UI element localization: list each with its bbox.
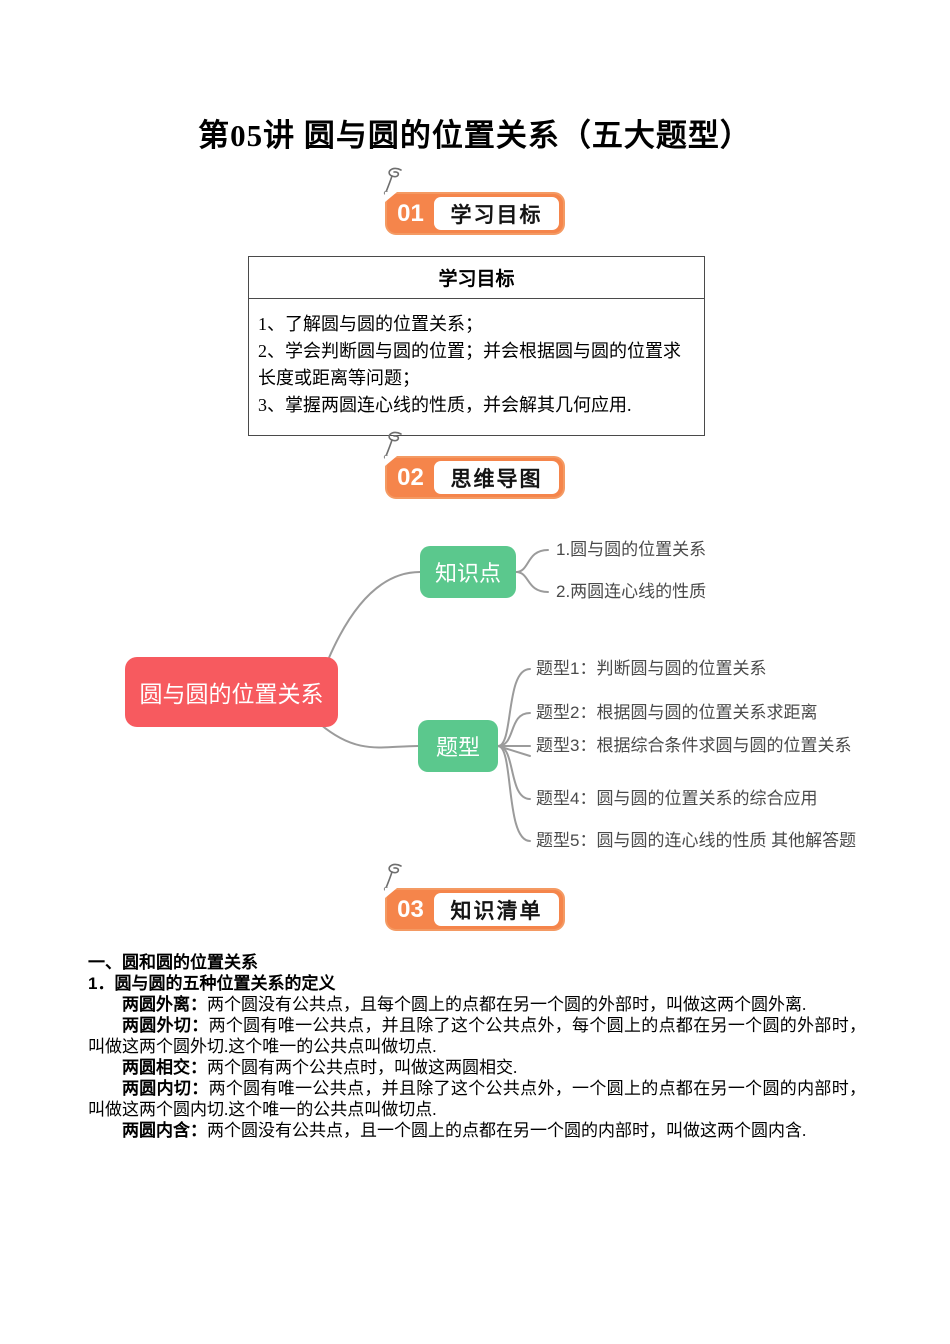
badge-label: 思维导图	[434, 461, 559, 494]
knowledge-paragraph: 两圆外离：两个圆没有公共点，且每个圆上的点都在另一个圆的外部时，叫做这两个圆外离…	[88, 994, 866, 1015]
definition-term: 两圆相交：	[122, 1058, 207, 1077]
definition-text: 两个圆有唯一公共点，并且除了这个公共点外，每个圆上的点都在另一个圆的外部时，叫做…	[88, 1016, 867, 1056]
badge-corner-notch	[385, 456, 397, 466]
knowledge-paragraph: 两圆内切：两个圆有唯一公共点，并且除了这个公共点外，一个圆上的点都在另一个圆的内…	[88, 1078, 866, 1120]
section-badge-01: 01 学习目标	[383, 167, 565, 235]
mindmap-leaf: 题型4：圆与圆的位置关系的综合应用	[536, 789, 818, 808]
mindmap-leaf: 题型3：根据综合条件求圆与圆的位置关系	[536, 736, 852, 755]
objectives-table: 学习目标 1、了解圆与圆的位置关系； 2、学会判断圆与圆的位置；并会根据圆与圆的…	[248, 256, 705, 436]
badge-number: 01	[397, 199, 424, 227]
badge-number: 02	[397, 463, 424, 491]
section-badge-03: 03 知识清单	[383, 863, 565, 931]
objective-item: 2、学会判断圆与圆的位置；并会根据圆与圆的位置求长度或距离等问题；	[258, 341, 681, 388]
mindmap-types-node: 题型	[418, 720, 498, 772]
mindmap-root-node: 圆与圆的位置关系	[125, 657, 338, 727]
definition-term: 两圆外离：	[122, 995, 207, 1014]
objective-item: 3、掌握两圆连心线的性质，并会解其几何应用.	[258, 395, 632, 415]
badge-number: 03	[397, 895, 424, 923]
knowledge-section: 一、圆和圆的位置关系 1．圆与圆的五种位置关系的定义 两圆外离：两个圆没有公共点…	[88, 952, 866, 1141]
definition-text: 两个圆没有公共点，且一个圆上的点都在另一个圆的内部时，叫做这两个圆内含.	[207, 1121, 807, 1140]
mindmap-leaf: 2.两圆连心线的性质	[556, 582, 707, 601]
knowledge-heading-1: 一、圆和圆的位置关系	[88, 953, 258, 972]
mindmap: 圆与圆的位置关系 知识点 题型 1.圆与圆的位置关系 2.两圆连心线的性质 题型…	[0, 520, 950, 870]
mindmap-leaf: 题型1：判断圆与圆的位置关系	[536, 659, 767, 678]
knowledge-paragraph: 两圆外切：两个圆有唯一公共点，并且除了这个公共点外，每个圆上的点都在另一个圆的外…	[88, 1015, 866, 1057]
definition-term: 两圆内切：	[122, 1079, 209, 1098]
badge-label: 学习目标	[434, 197, 559, 230]
page-title: 第05讲 圆与圆的位置关系（五大题型）	[198, 118, 752, 153]
mindmap-leaf: 题型2：根据圆与圆的位置关系求距离	[536, 703, 818, 722]
objectives-header: 学习目标	[249, 257, 704, 299]
definition-term: 两圆内含：	[122, 1121, 207, 1140]
definition-text: 两个圆有唯一公共点，并且除了这个公共点外，一个圆上的点都在另一个圆的内部时，叫做…	[88, 1079, 867, 1119]
badge-corner-notch	[385, 888, 397, 898]
mindmap-leaf: 1.圆与圆的位置关系	[556, 540, 707, 559]
knowledge-paragraph: 两圆内含：两个圆没有公共点，且一个圆上的点都在另一个圆的内部时，叫做这两个圆内含…	[88, 1120, 866, 1141]
mindmap-connectors	[319, 549, 549, 842]
mindmap-knowledge-node: 知识点	[420, 546, 516, 598]
mindmap-leaf: 题型5：圆与圆的连心线的性质 其他解答题	[536, 831, 857, 850]
section-badge-02: 02 思维导图	[383, 431, 565, 499]
objectives-body: 1、了解圆与圆的位置关系； 2、学会判断圆与圆的位置；并会根据圆与圆的位置求长度…	[249, 299, 704, 435]
definition-text: 两个圆有两个公共点时，叫做这两圆相交.	[207, 1058, 518, 1077]
definition-term: 两圆外切：	[122, 1016, 209, 1035]
badge-corner-notch	[385, 192, 397, 202]
knowledge-heading-2: 1．圆与圆的五种位置关系的定义	[88, 974, 336, 993]
badge-label: 知识清单	[434, 893, 559, 926]
knowledge-paragraph: 两圆相交：两个圆有两个公共点时，叫做这两圆相交.	[88, 1057, 866, 1078]
definition-text: 两个圆没有公共点，且每个圆上的点都在另一个圆的外部时，叫做这两个圆外离.	[207, 995, 807, 1014]
objective-item: 1、了解圆与圆的位置关系；	[258, 314, 483, 334]
